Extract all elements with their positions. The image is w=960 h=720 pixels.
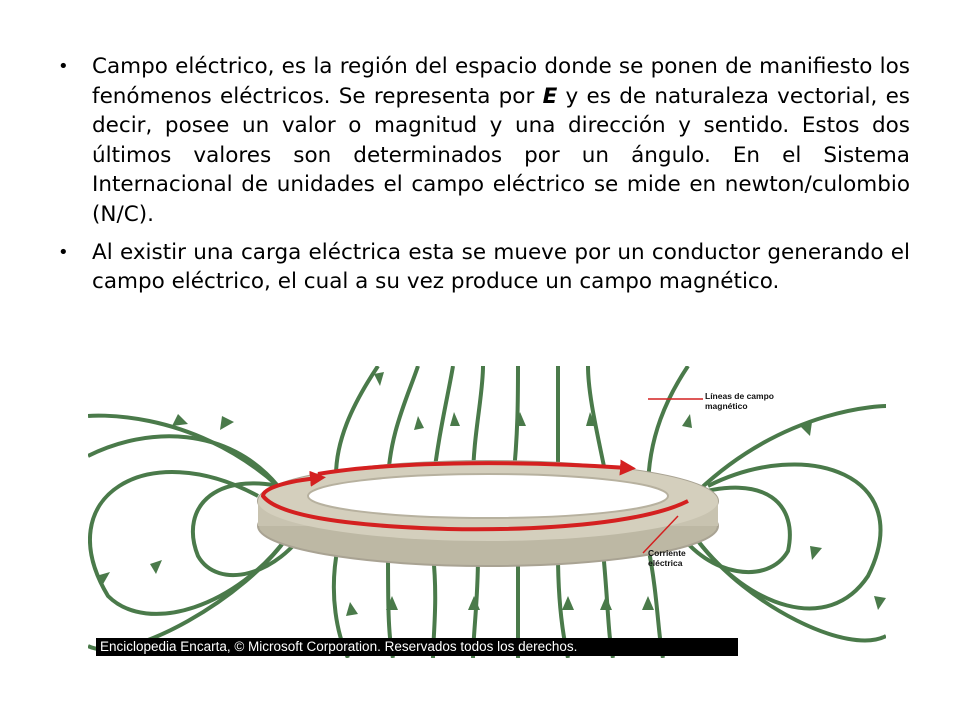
field-arrows bbox=[96, 372, 886, 616]
magnetic-field-figure: Líneas de campo magnético Corriente eléc… bbox=[88, 366, 886, 658]
current-label-1: Corriente bbox=[648, 548, 686, 558]
symbol-e: E bbox=[542, 83, 558, 109]
bullet-text-part2: y es de naturaleza vectorial, es decir, … bbox=[92, 83, 910, 227]
bullet-dot: • bbox=[58, 241, 69, 263]
current-label-2: eléctrica bbox=[648, 558, 683, 568]
current-arrows bbox=[260, 459, 689, 532]
bullet-list: • Campo eléctrico, es la región del espa… bbox=[56, 52, 910, 305]
bullet-carga-electrica: • Al existir una carga eléctrica esta se… bbox=[56, 238, 910, 297]
magnetic-field-diagram: Líneas de campo magnético Corriente eléc… bbox=[88, 366, 886, 658]
label-pointers bbox=[642, 398, 703, 554]
bullet-text-part1: Campo eléctrico, es la región del espaci… bbox=[92, 54, 910, 109]
bullet-campo-electrico: • Campo eléctrico, es la región del espa… bbox=[56, 52, 910, 230]
field-lines-label-1: Líneas de campo bbox=[705, 391, 774, 401]
field-lines-label-2: magnético bbox=[705, 401, 748, 411]
bullet-text: Al existir una carga eléctrica esta se m… bbox=[92, 239, 910, 295]
figure-caption: Enciclopedia Encarta, © Microsoft Corpor… bbox=[96, 638, 738, 656]
bullet-dot: • bbox=[58, 56, 69, 77]
